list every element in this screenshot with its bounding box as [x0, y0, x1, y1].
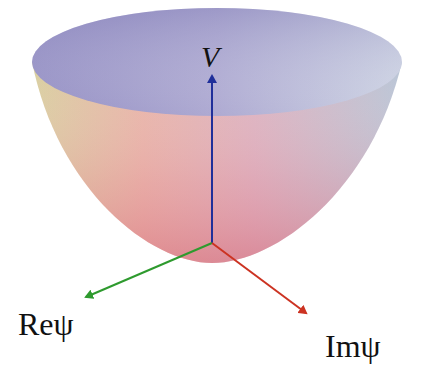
im-axis: [212, 243, 306, 313]
axis-label: Imψ: [325, 330, 381, 362]
v-axis: [211, 76, 213, 243]
re-axis: [86, 243, 212, 297]
axis-label: V: [201, 42, 219, 72]
bowl-rim-shade: [32, 8, 402, 116]
bowl-rim: [32, 8, 402, 116]
axis-label: Reψ: [18, 308, 74, 340]
